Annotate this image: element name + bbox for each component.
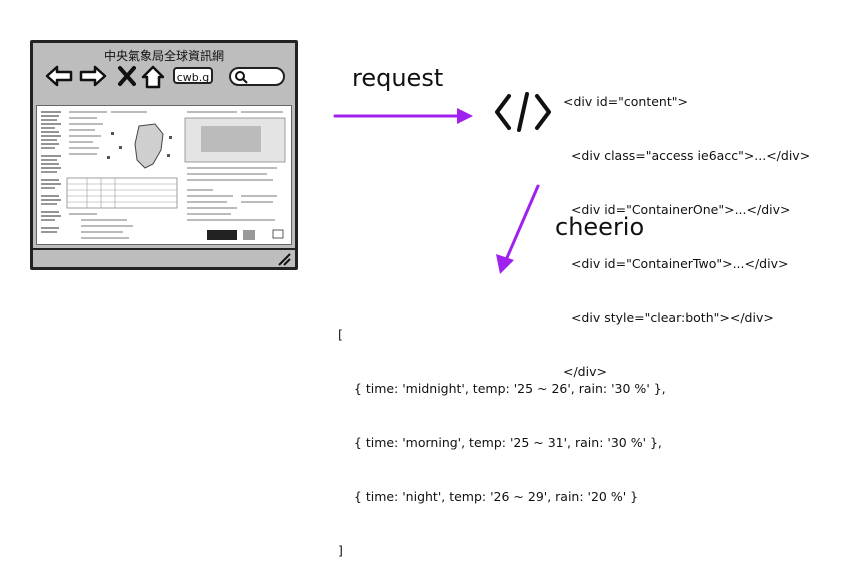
html-line: </div> [563,364,607,379]
resize-grip-icon[interactable] [277,252,291,266]
request-arrow [333,108,473,124]
html-line: <div id="ContainerOne">...</div> [563,202,791,217]
page-thumbnail-graphic [37,106,291,244]
browser-window: 中央氣象局全球資訊網 cwb.g [30,40,298,270]
close-icon[interactable] [117,65,137,87]
cheerio-label: cheerio [555,213,645,241]
html-line: <div class="access ie6acc">...</div> [563,148,811,163]
url-field[interactable]: cwb.g [173,67,213,84]
request-label: request [352,64,444,92]
json-line: { time: 'night', temp: '26 ~ 29', rain: … [338,489,639,504]
browser-title: 中央氣象局全球資訊網 [103,49,224,63]
json-line: ] [338,543,343,558]
search-icon [235,71,248,84]
search-field[interactable] [229,67,285,86]
html-source-snippet: <div id="content"> <div class="access ie… [563,57,810,399]
cheerio-arrow [496,184,540,274]
json-line: [ [338,327,343,342]
forward-arrow-icon[interactable] [79,65,107,87]
json-line: { time: 'morning', temp: '25 ~ 31', rain… [338,435,662,450]
json-line: { time: 'midnight', temp: '25 ~ 26', rai… [338,381,666,396]
status-bar [33,248,295,267]
web-page-thumbnail [36,105,292,245]
html-line: <div id="ContainerTwo">...</div> [563,256,789,271]
html-line: <div style="clear:both"></div> [563,310,774,325]
code-icon [495,92,551,132]
html-line: <div id="content"> [563,94,688,109]
back-arrow-icon[interactable] [45,65,73,87]
parsed-json-output: [ { time: 'midnight', temp: '25 ~ 26', r… [338,290,666,578]
home-icon[interactable] [141,65,165,89]
